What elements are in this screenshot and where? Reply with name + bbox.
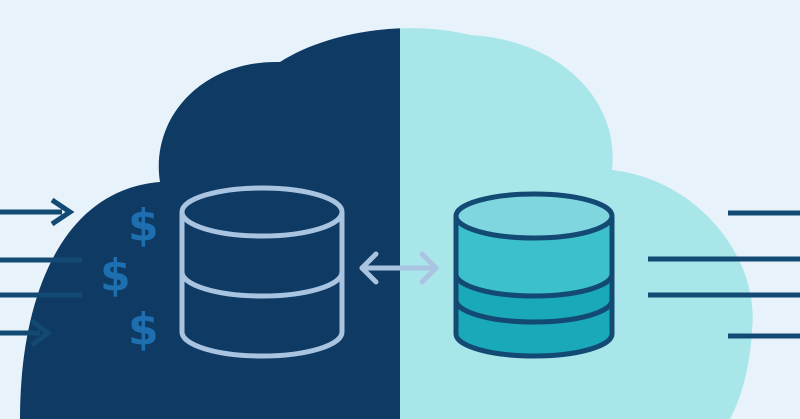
db-left-body xyxy=(179,212,345,359)
dollar-icon: $ xyxy=(128,200,159,251)
database-icon xyxy=(453,191,615,359)
arrow-head-1 xyxy=(50,197,75,227)
double-arrow-icon xyxy=(359,251,439,285)
arrow-head-4 xyxy=(30,319,53,347)
incoming-arrows xyxy=(0,197,82,347)
db-right-divider-2 xyxy=(453,299,615,325)
db-left-divider xyxy=(179,271,345,299)
dollar-icon: $ xyxy=(128,304,159,355)
db-right-body xyxy=(453,216,615,359)
outgoing-lines xyxy=(648,210,800,339)
currency-symbols: $ $ $ xyxy=(100,200,159,355)
database-icon xyxy=(179,185,345,359)
db-right-divider-1 xyxy=(453,273,615,299)
dollar-icon: $ xyxy=(100,250,131,301)
db-right-top-fill xyxy=(456,194,612,238)
